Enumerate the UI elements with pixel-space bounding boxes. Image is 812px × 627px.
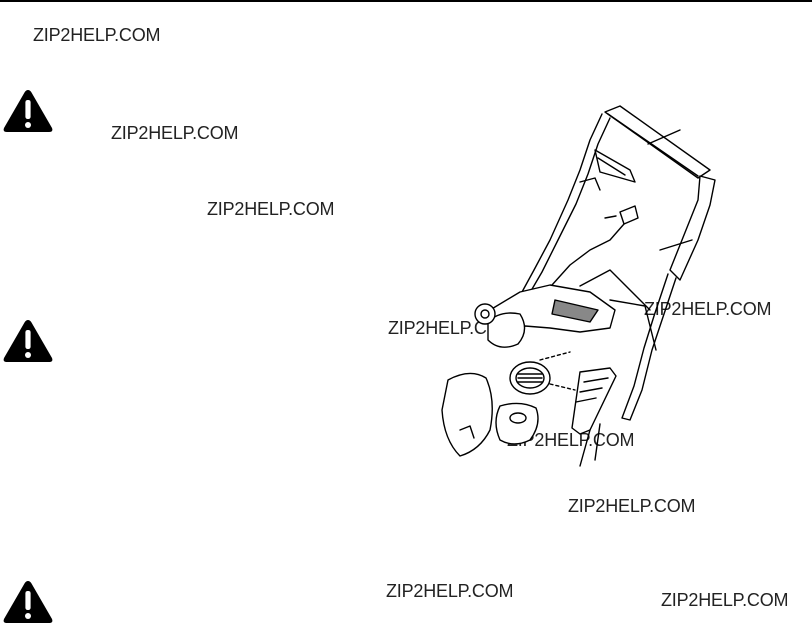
- lawn-mower-handle-assembly-illustration: [430, 100, 760, 470]
- warning-triangle-icon: [2, 579, 54, 625]
- watermark-6: ZIP2HELP.COM: [507, 430, 635, 450]
- watermark-8: ZIP2HELP.COM: [386, 581, 514, 601]
- watermark-7: ZIP2HELP.COM: [568, 496, 696, 516]
- watermark-9: ZIP2HELP.COM: [661, 590, 789, 610]
- watermark-2: ZIP2HELP.COM: [111, 123, 239, 143]
- top-rule: [0, 0, 812, 2]
- watermark-3: ZIP2HELP.COM: [207, 199, 335, 219]
- warning-triangle-icon: [2, 88, 54, 134]
- watermark-1: ZIP2HELP.COM: [33, 25, 161, 45]
- watermark-4: ZIP2HELP.COM: [644, 299, 772, 319]
- warning-triangle-icon: [2, 318, 54, 364]
